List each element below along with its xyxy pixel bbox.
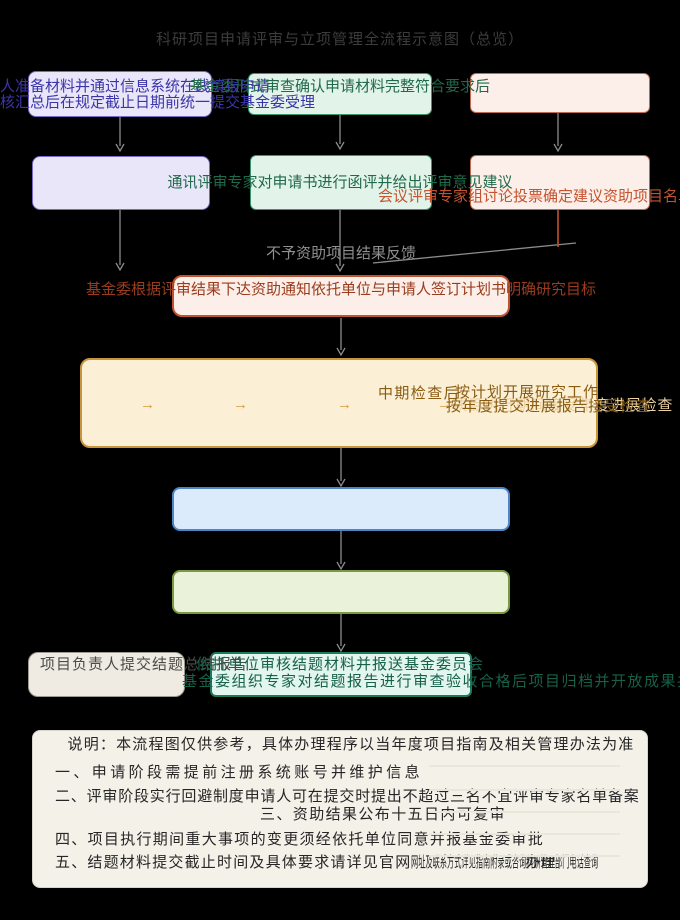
execution-right-text-line1: 按计划开展研究工作 — [455, 384, 600, 401]
arrowhead-icon — [336, 347, 346, 357]
node-grant-notice-text: 基金委根据评审结果下达资助通知依托单位与申请人签订计划书明确研究目标 — [85, 281, 597, 298]
note-card — [32, 730, 648, 888]
node-completion-review — [210, 652, 472, 697]
edge-feedback-diagonal — [372, 242, 577, 264]
arrow-right-icon: → — [233, 396, 248, 413]
arrowhead-icon — [335, 263, 345, 273]
node-mint-second-text: 通讯评审专家对申请书进行函评并给出评审意见建议 — [167, 174, 513, 191]
arrow-right-icon: → — [140, 396, 155, 413]
note-line-5-compressed: 网址及联系方式详见指南附录或咨询科研管理部门电话查询 — [411, 854, 599, 871]
note-line-5-compressed-wrap: 网址及联系方式详见指南附录或咨询科研管理部门电话查询 — [411, 855, 598, 871]
note-rule — [429, 765, 620, 767]
node-green-stage — [172, 570, 510, 614]
node-mint-second — [250, 155, 432, 210]
execution-right-text-line2: 按年度提交进展报告接受检查 — [446, 398, 652, 415]
node-mint-top — [248, 73, 432, 115]
node-pink-second — [470, 155, 650, 210]
node-pink-second-text: 会议评审专家组讨论投票确定建议资助项目名单并公示 — [377, 188, 680, 205]
node-grant-notice — [172, 275, 510, 317]
node-purple-top — [28, 71, 212, 117]
node-completion-review-line2: 基金委组织专家对结题报告进行审查验收合格后项目归档并开放成果共享使用 — [182, 673, 680, 690]
arrowhead-icon — [336, 478, 346, 488]
node-completion-submit-text: 项目负责人提交结题总结报告 — [40, 656, 249, 673]
node-execution-process — [80, 358, 598, 448]
note-line-5: 五、结题材料提交截止时间及具体要求请详见官网网址及联系方式详见指南附录或咨询科研… — [55, 854, 599, 871]
node-purple-second — [32, 156, 210, 210]
arrow-right-icon: → — [437, 396, 452, 413]
arrow-right-icon: → — [337, 396, 352, 413]
page-title: 科研项目申请评审与立项管理全流程示意图（总览） — [155, 31, 525, 48]
node-purple-top-text-line1: 申请人准备材料并通过信息系统在线填报申请 — [0, 78, 271, 95]
arrowhead-icon — [336, 561, 346, 571]
note-rule — [429, 789, 620, 791]
note-rule — [429, 855, 620, 857]
execution-ghost-text: 项目执行期间接受年度进展检查 — [452, 397, 674, 414]
note-rule — [429, 811, 620, 813]
note-line-1: 一、申请阶段需提前注册系统账号并维护信息 — [55, 764, 424, 781]
arrowhead-icon — [115, 262, 125, 272]
arrowhead-icon — [115, 143, 125, 153]
node-purple-top-text-line2: 依托单位审核汇总后在规定截止日期前统一提交基金委受理 — [0, 94, 316, 111]
execution-milestone-text: 中期检查后 — [378, 385, 461, 402]
note-line-2: 二、评审阶段实行回避制度申请人可在提交时提出不超过三名不宜评审专家名单备案 — [55, 788, 640, 805]
note-title: 说明：本流程图仅供参考，具体办理程序以当年度项目指南及相关管理办法为准 — [67, 736, 635, 753]
note-line-5-lead: 五、结题材料提交截止时间及具体要求请详见官网 — [55, 854, 412, 871]
node-completion-submit — [28, 652, 185, 697]
arrowhead-icon — [336, 643, 346, 653]
node-pink-top — [470, 73, 650, 113]
note-rule — [429, 833, 620, 835]
arrowhead-icon — [553, 143, 563, 153]
node-mint-top-text: 基金委形式审查确认申请材料完整符合要求后 — [189, 78, 491, 95]
note-line-3: 三、资助结果公布十五日内可复审 — [260, 806, 507, 823]
note-line-4: 四、项目执行期间重大事项的变更须经依托单位同意并报基金委审批 — [55, 831, 545, 848]
feedback-edge-label: 不予资助项目结果反馈 — [265, 245, 417, 262]
node-blue-stage — [172, 487, 510, 531]
node-completion-review-line1: 依托单位审核结题材料并报送基金委员会 — [195, 656, 485, 673]
arrowhead-icon — [335, 141, 345, 151]
note-line-5-tail: 办理 — [525, 854, 556, 871]
